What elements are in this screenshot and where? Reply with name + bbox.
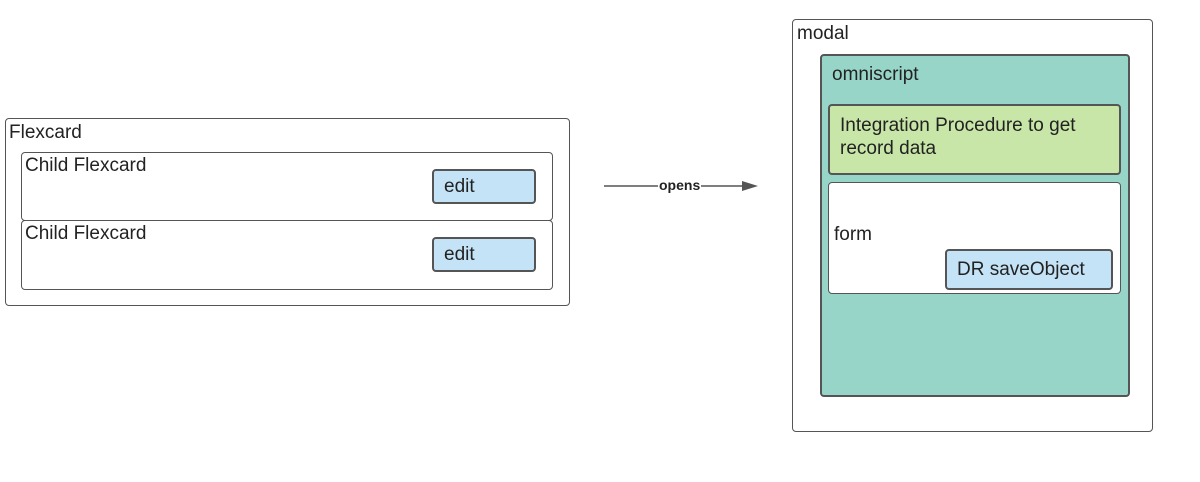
integration-procedure-label: Integration Procedure to get record data <box>840 115 1076 159</box>
flexcard-title: Flexcard <box>9 122 82 143</box>
child-flexcard-title: Child Flexcard <box>25 155 147 176</box>
integration-procedure-box: Integration Procedure to get record data <box>828 104 1121 175</box>
edit-button[interactable]: edit <box>432 237 536 272</box>
opens-label: opens <box>658 177 702 193</box>
dr-save-object-button[interactable]: DR saveObject <box>945 249 1113 290</box>
modal-title: modal <box>797 23 849 44</box>
edit-button[interactable]: edit <box>432 169 536 204</box>
form-title: form <box>834 224 872 245</box>
omniscript-title: omniscript <box>832 64 919 85</box>
child-flexcard-title: Child Flexcard <box>25 223 147 244</box>
